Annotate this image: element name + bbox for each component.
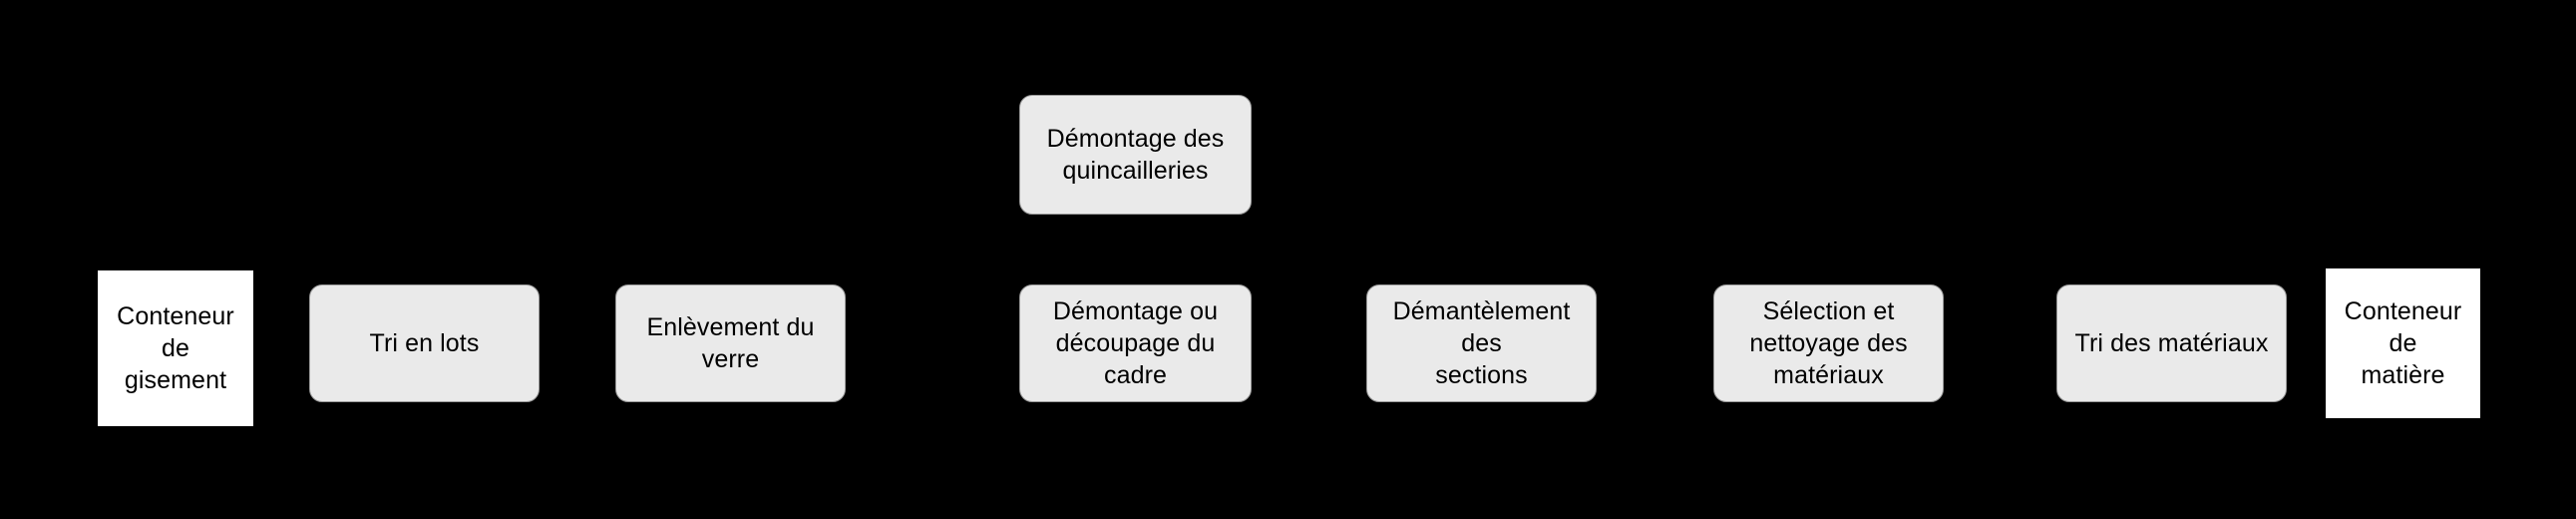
node-conteneur-matiere[interactable]: Conteneur de matière	[2325, 267, 2481, 419]
node-label: Tri en lots	[369, 329, 480, 357]
node-demontage-des-quincailleries[interactable]: Démontage des quincailleries	[1019, 95, 1252, 215]
node-selection-et-nettoyage-des-materiaux[interactable]: Sélection et nettoyage des matériaux	[1713, 284, 1944, 402]
node-label: Démontage des quincailleries	[1046, 125, 1225, 185]
node-tri-des-materiaux[interactable]: Tri des matériaux	[2056, 284, 2287, 402]
node-demontage-ou-decoupage-du-cadre[interactable]: Démontage ou découpage du cadre	[1019, 284, 1252, 402]
node-label: Tri des matériaux	[2074, 329, 2269, 357]
node-label: Conteneur de matière	[2344, 297, 2462, 389]
node-tri-en-lots[interactable]: Tri en lots	[309, 284, 540, 402]
node-conteneur-gisement[interactable]: Conteneur de gisement	[97, 269, 254, 427]
node-enlevement-du-verre[interactable]: Enlèvement du verre	[615, 284, 846, 402]
node-label: Démantèlement des sections	[1392, 297, 1571, 389]
node-label: Démontage ou découpage du cadre	[1052, 297, 1219, 389]
node-label: Conteneur de gisement	[117, 302, 234, 394]
node-label: Enlèvement du verre	[646, 313, 815, 373]
node-label: Sélection et nettoyage des matériaux	[1749, 297, 1908, 389]
node-demantelement-des-sections[interactable]: Démantèlement des sections	[1366, 284, 1597, 402]
